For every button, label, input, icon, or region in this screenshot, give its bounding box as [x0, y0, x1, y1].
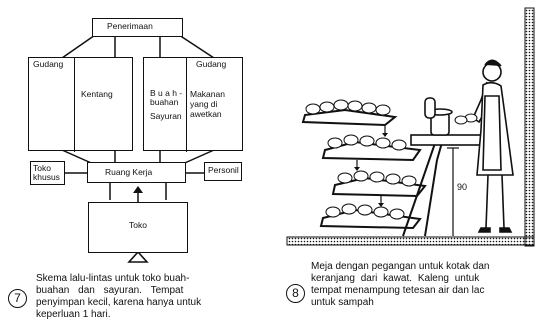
- wall: [524, 7, 535, 247]
- toko-box: Toko: [88, 202, 188, 253]
- caption-left-line: buahan dan sayuran. Tempat: [36, 285, 184, 296]
- figure-number-8: 8: [286, 284, 305, 303]
- gudang-left-box: Gudang Kentang: [28, 57, 133, 152]
- floor: [286, 236, 535, 246]
- caption-right-line: keranjang dari kawat. Kaleng untuk: [311, 273, 480, 284]
- gudang-left-label: Gudang: [33, 59, 64, 69]
- diagram-connector-lines: [61, 32, 215, 263]
- buah-label-1: B u a h -: [150, 88, 183, 98]
- caption-right-line: Meja dengan pegangan untuk kotak dan: [311, 261, 490, 272]
- caption-left-line: keperluan 1 hari.: [36, 309, 111, 320]
- caption-right-line: tempat menampung tetesan air dan lac: [311, 285, 485, 296]
- caption-right-line: untuk sampah: [311, 297, 374, 308]
- personil-label: Personil: [208, 165, 239, 175]
- caption-left-line: Skema lalu-lintas untuk toko buah-: [36, 273, 190, 284]
- buah-label-2: buahan: [150, 97, 179, 107]
- caption-left-line: penyimpan kecil, karena hanya untuk: [36, 297, 202, 308]
- gudang-right-label: Gudang: [196, 59, 227, 69]
- makanan-label-2: yang di: [190, 99, 218, 109]
- toko-khusus-box: Toko khusus: [30, 161, 65, 185]
- toko-khusus-label-2: khusus: [33, 172, 60, 182]
- gudang-right-divider: [186, 58, 187, 152]
- ruang-kerja-label: Ruang Kerja: [105, 167, 153, 177]
- gudang-left-divider: [74, 58, 75, 152]
- penerimaan-label: Penerimaan: [107, 21, 153, 31]
- personil-box: Personil: [204, 162, 242, 181]
- figure-number-7: 7: [8, 289, 27, 308]
- toko-khusus-label-1: Toko: [33, 163, 51, 173]
- gudang-right-box: B u a h - buahan Sayuran Gudang Makanan …: [143, 57, 243, 152]
- shop-counter-illustration: [286, 7, 535, 247]
- penerimaan-box: Penerimaan: [92, 18, 183, 37]
- makanan-label-3: awetkan: [190, 109, 222, 119]
- kentang-label: Kentang: [81, 89, 113, 99]
- toko-label: Toko: [129, 220, 147, 230]
- sayuran-label: Sayuran: [150, 111, 182, 121]
- height-dimension-label: 90: [457, 182, 468, 192]
- makanan-label-1: Makanan: [190, 89, 225, 99]
- ruang-kerja-box: Ruang Kerja: [87, 162, 186, 183]
